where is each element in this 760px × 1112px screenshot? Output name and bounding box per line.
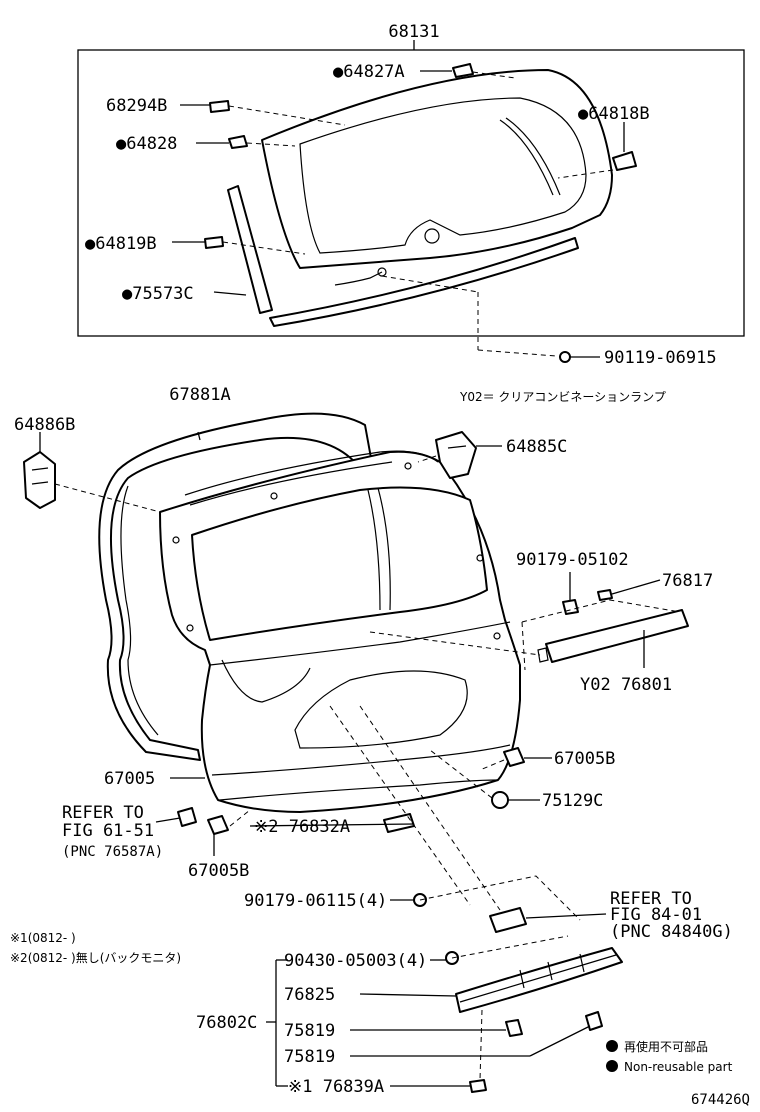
ref-left-line2: FIG 61-51 (62, 821, 154, 841)
callout-67005B-right: 67005B (554, 749, 615, 769)
callout-64885C: 64885C (506, 437, 567, 457)
callout-76832A: ※2 76832A (254, 817, 350, 837)
weatherstrip-67881A[interactable] (98, 412, 376, 761)
callout-64819B: ●64819B (85, 234, 157, 254)
callout-90119-06915: 90119-06915 (604, 348, 717, 368)
callout-64818B: ●64818B (578, 104, 650, 124)
glass-group: 68131 ●64827A 68294B ●64818B ●64828 ●648… (77, 22, 745, 368)
hinge-64886B[interactable] (23, 451, 56, 509)
footnote-2: ※2(0812- )無し(バックモニタ) (10, 950, 181, 965)
callout-Y02-76801: Y02 76801 (580, 675, 672, 695)
diagram-id: 674426Q (691, 1092, 750, 1108)
clip-75819-a[interactable] (505, 1019, 523, 1037)
glass-group-frame (77, 49, 745, 337)
callout-76802C: 76802C (196, 1013, 257, 1033)
legend-en: Non-reusable part (624, 1060, 733, 1074)
ref-right-line1: REFER TO (610, 889, 692, 909)
callout-76839A: ※1 76839A (288, 1077, 384, 1097)
clip-64818B[interactable] (612, 151, 637, 171)
legend-jp: 再使用不可部品 (624, 1039, 708, 1054)
bolt-90119-06915[interactable] (559, 351, 571, 363)
clip-68294B[interactable] (209, 100, 230, 113)
ref-right-line2: FIG 84-01 (610, 905, 702, 925)
garnish-76825[interactable] (455, 947, 623, 1013)
callout-75129C: 75129C (542, 791, 603, 811)
y02-note: Y02＝ クリアコンビネーションランプ (459, 390, 666, 404)
callout-76825: 76825 (284, 985, 335, 1005)
callout-75819-b: 75819 (284, 1047, 335, 1067)
stopper-67005B-left[interactable] (207, 815, 229, 835)
ref-part-76587A[interactable] (177, 807, 197, 827)
footnote-1: ※1(0812- ) (10, 931, 76, 945)
clip-64827A[interactable] (452, 63, 474, 78)
callout-64886B: 64886B (14, 415, 75, 435)
callout-90430-05003: 90430-05003(4) (284, 951, 427, 971)
side-molding[interactable] (227, 185, 273, 314)
callout-90179-05102: 90179-05102 (516, 550, 629, 570)
legend-dot-en (606, 1060, 618, 1072)
cushion-75129C[interactable] (491, 791, 509, 809)
nut-90179-05102[interactable] (562, 599, 579, 615)
cap-76839A[interactable] (469, 1079, 487, 1093)
stop-lamp-76801[interactable] (545, 609, 689, 663)
callout-67881A: 67881A (169, 385, 230, 405)
back-door-group: 67881A 64886B 64885C 90179-05102 76817 Y… (14, 385, 713, 881)
back-door-glass[interactable] (261, 69, 613, 269)
callout-75573C: ●75573C (122, 284, 194, 304)
back-door-window-opening[interactable] (191, 486, 488, 641)
callout-68131: 68131 (388, 22, 439, 42)
legend-dot-jp (606, 1040, 618, 1052)
cap-76832A[interactable] (383, 813, 415, 833)
ref-left-line3: (PNC 76587A) (62, 844, 163, 860)
ref-left-line1: REFER TO (62, 803, 144, 823)
clip-75819-b[interactable] (585, 1011, 603, 1031)
clip-64819B[interactable] (204, 236, 224, 249)
callout-64828: ●64828 (116, 134, 177, 154)
callout-67005: 67005 (104, 769, 155, 789)
callout-68294B: 68294B (106, 96, 167, 116)
ref-right-line3: (PNC 84840G) (610, 922, 733, 942)
lamp-clip-76817[interactable] (597, 589, 613, 601)
clip-64828[interactable] (228, 135, 248, 149)
plate-84840G[interactable] (489, 907, 527, 933)
hinge-64885C[interactable] (435, 431, 477, 479)
callout-67005B-left: 67005B (188, 861, 249, 881)
callout-64827A: ●64827A (333, 62, 405, 82)
garnish-group: 90179-06115(4) 90430-05003(4) 76825 7680… (196, 705, 733, 1097)
callout-76817: 76817 (662, 571, 713, 591)
callout-90179-06115: 90179-06115(4) (244, 891, 387, 911)
lower-molding-75573C[interactable] (269, 237, 579, 327)
stopper-67005B-right[interactable] (503, 747, 525, 767)
callout-75819-a: 75819 (284, 1021, 335, 1041)
